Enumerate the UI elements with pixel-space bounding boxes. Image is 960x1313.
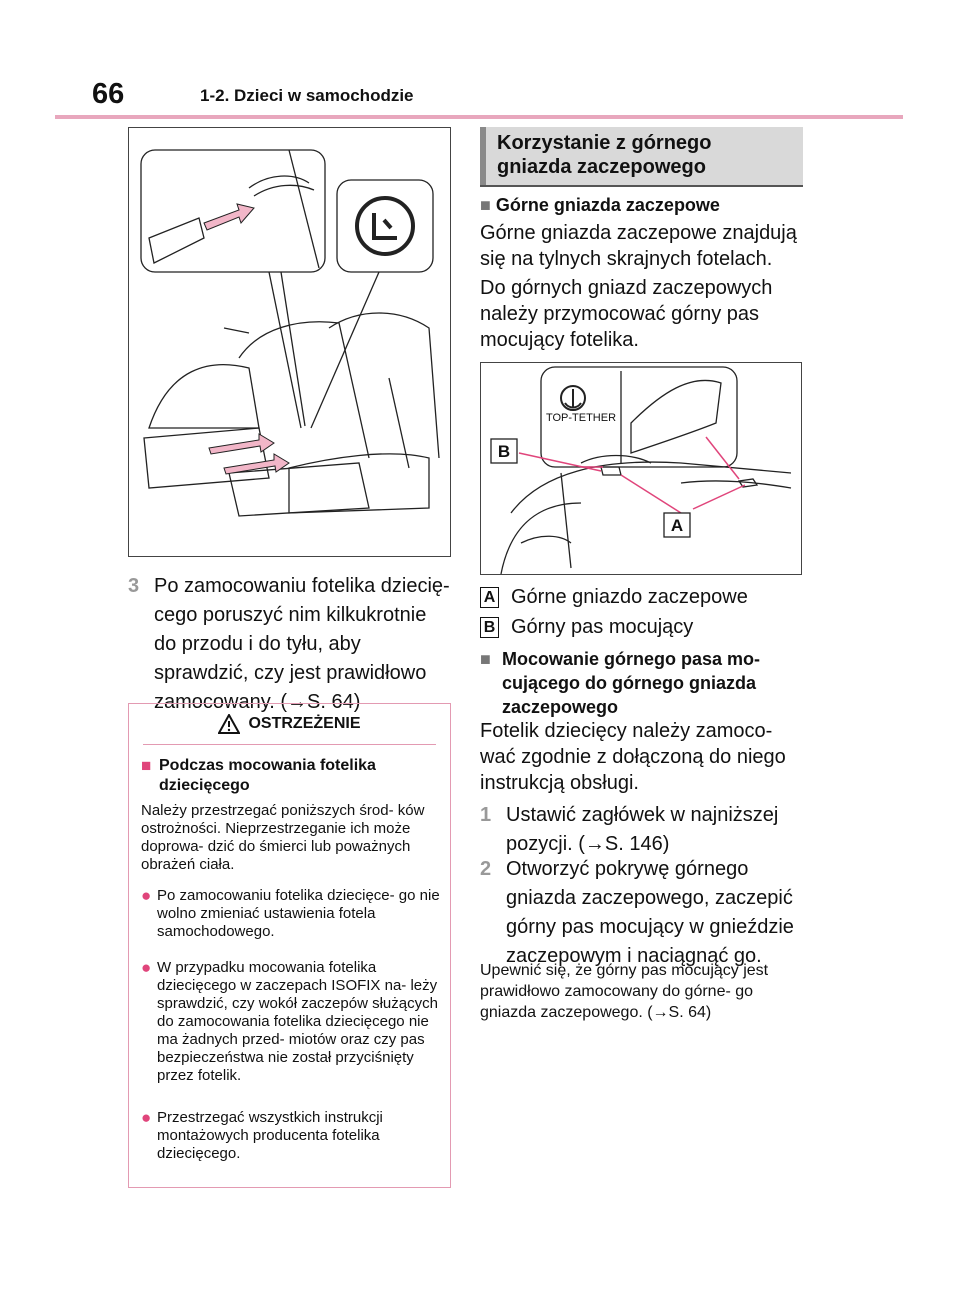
callout-b: B — [498, 442, 510, 461]
warning-subheading-text: Podczas mocowania fotelika dziecięcego — [159, 757, 376, 794]
warning-divider — [143, 744, 436, 745]
dot-bullet-icon: ● — [141, 1108, 152, 1127]
legend-key: B — [480, 617, 499, 639]
top-tether-illustration: TOP-TETHER B A — [480, 362, 802, 575]
step-number: 1 — [480, 804, 492, 826]
dot-bullet-icon: ● — [141, 886, 152, 905]
warning-bullet: ● Po zamocowaniu fotelika dziecięce- go … — [141, 887, 443, 941]
legend-key: A — [480, 587, 499, 609]
warning-intro: Należy przestrzegać poniższych środ- ków… — [141, 802, 425, 873]
callout-a: A — [671, 516, 683, 535]
legend-text: Górne gniazdo zaczepowe — [511, 586, 748, 608]
isofix-drawing — [140, 149, 440, 517]
warning-bullet: ● W przypadku mocowania fotelika dziecię… — [141, 959, 443, 1085]
subheading: ■ Mocowanie górnego pasa mo- cującego do… — [480, 647, 800, 719]
square-bullet-icon: ■ — [480, 195, 491, 215]
note: Upewnić się, że górny pas mocujący jest … — [480, 962, 769, 1021]
legend-item: B Górny pas mocujący — [480, 614, 810, 640]
top-tether-label: TOP-TETHER — [546, 412, 616, 424]
top-tether-drawing: TOP-TETHER B A — [490, 366, 792, 575]
warning-bullet-text: Po zamocowaniu fotelika dziecięce- go ni… — [157, 887, 440, 940]
dot-bullet-icon: ● — [141, 958, 152, 977]
warning-bullet-text: W przypadku mocowania fotelika dziecięce… — [157, 959, 438, 1084]
subheading: ■ Górne gniazda zaczepowe — [480, 193, 805, 217]
warning-header: OSTRZEŻENIE — [129, 704, 450, 744]
section-title: 1-2. Dzieci w samochodzie — [200, 86, 414, 105]
step-text: Po zamocowaniu fotelika dziecię- cego po… — [154, 575, 450, 713]
step-number: 2 — [480, 858, 492, 880]
step-2: 2 Otworzyć pokrywę górnego gniazda zacze… — [480, 855, 800, 971]
step-1: 1 Ustawić zagłówek w najniższej pozycji.… — [480, 801, 800, 859]
heading-rule — [480, 185, 803, 187]
header-rule — [55, 115, 903, 119]
paragraph: Do górnych gniazd zaczepowych należy prz… — [480, 277, 773, 351]
step-3: 3 Po zamocowaniu fotelika dziecię- cego … — [128, 572, 453, 717]
warning-bullet-text: Przestrzegać wszystkich instrukcji monta… — [157, 1109, 383, 1162]
legend-text: Górny pas mocujący — [511, 616, 694, 638]
warning-triangle-icon — [218, 714, 241, 734]
warning-title: OSTRZEŻENIE — [248, 715, 361, 732]
legend-item: A Górne gniazdo zaczepowe — [480, 584, 810, 610]
warning-bullet: ● Przestrzegać wszystkich instrukcji mon… — [141, 1109, 443, 1163]
isofix-illustration — [128, 127, 451, 557]
section-heading: Korzystanie z górnego gniazda zaczepoweg… — [480, 127, 803, 185]
square-bullet-icon: ■ — [480, 649, 491, 669]
paragraph: Górne gniazda zaczepowe znajdują się na … — [480, 222, 797, 270]
heading-accent-bar — [480, 127, 486, 185]
heading-line: Korzystanie z górnego — [497, 132, 712, 154]
paragraph: Fotelik dziecięcy należy zamoco- wać zgo… — [480, 720, 786, 794]
step-text: Otworzyć pokrywę górnego gniazda zaczepo… — [506, 858, 794, 967]
heading-line: gniazda zaczepowego — [497, 156, 706, 178]
section-heading-text: Korzystanie z górnego gniazda zaczepoweg… — [497, 131, 711, 179]
step-text: Ustawić zagłówek w najniższej pozycji. (… — [506, 804, 779, 855]
warning-box: OSTRZEŻENIE ■ Podczas mocowania fotelika… — [128, 703, 451, 1188]
subheading-text: Górne gniazda zaczepowe — [495, 195, 720, 215]
warning-subheading: ■ Podczas mocowania fotelika dziecięcego — [141, 756, 459, 796]
page-number: 66 — [92, 78, 125, 110]
step-number: 3 — [128, 575, 140, 597]
square-bullet-icon: ■ — [141, 756, 152, 775]
subheading-text: Mocowanie górnego pasa mo- cującego do g… — [502, 649, 761, 717]
